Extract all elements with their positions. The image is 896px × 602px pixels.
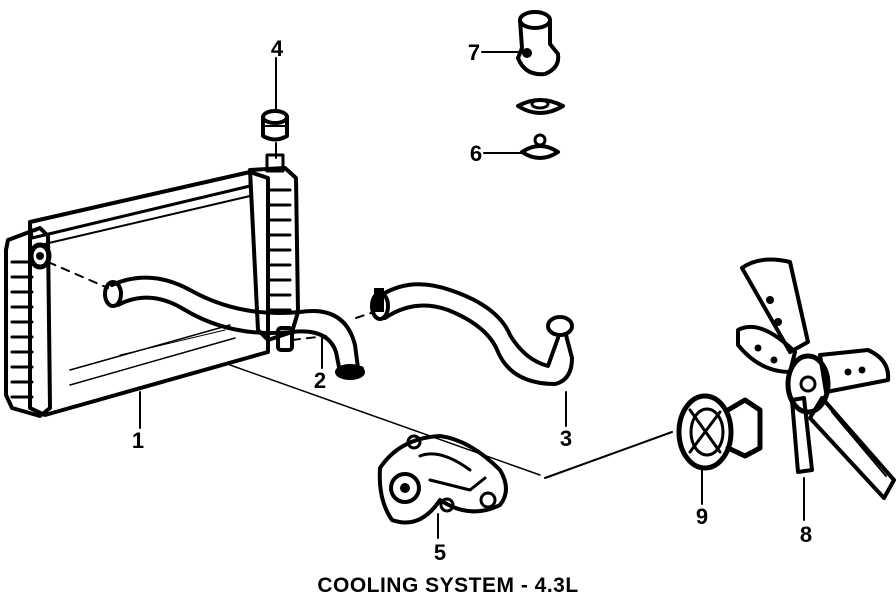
fan-blade bbox=[736, 257, 896, 521]
callout-1: 1 bbox=[132, 428, 144, 453]
radiator bbox=[4, 153, 300, 418]
callout-7: 7 bbox=[468, 40, 480, 65]
radiator-cap bbox=[261, 57, 289, 159]
lower-radiator-hose bbox=[355, 282, 574, 386]
callout-8: 8 bbox=[800, 522, 812, 547]
radiator-left-fins bbox=[10, 260, 34, 399]
diagram-caption: COOLING SYSTEM - 4.3L bbox=[317, 574, 579, 597]
thermostat-gasket bbox=[516, 98, 565, 115]
thermostat bbox=[483, 133, 560, 160]
water-pump bbox=[377, 434, 508, 539]
callout-6: 6 bbox=[470, 141, 482, 166]
callout-3: 3 bbox=[560, 426, 572, 451]
callout-9: 9 bbox=[696, 504, 708, 529]
callout-5: 5 bbox=[434, 540, 446, 565]
callout-2: 2 bbox=[314, 368, 326, 393]
callout-4: 4 bbox=[271, 36, 284, 61]
radiator-right-fins bbox=[266, 188, 292, 312]
fan-clutch bbox=[676, 393, 763, 505]
upper-radiator-hose bbox=[47, 261, 365, 380]
water-outlet bbox=[481, 10, 561, 77]
